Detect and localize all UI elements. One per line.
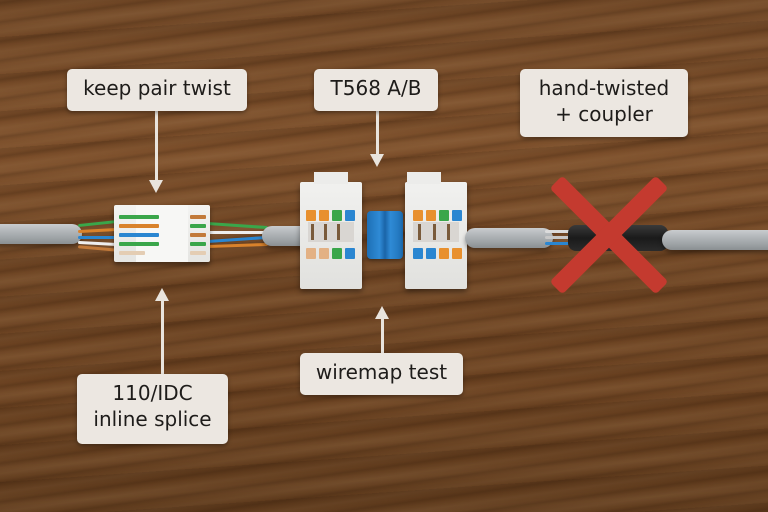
arrow-down-icon [149,180,163,193]
jack-pin [452,210,462,221]
jack-pin [319,210,329,221]
jack-pin [306,248,316,259]
jack-pin [413,210,423,221]
jack-pin [319,248,329,259]
jack-pin [332,248,342,259]
wire-orange-left [77,227,119,234]
wire-white-splice [545,230,573,233]
label-idc-splice: 110/IDC inline splice [77,374,228,444]
jack-latch [314,172,348,184]
label-text: keep pair twist [83,76,231,100]
jack-latch [407,172,441,184]
jack-blade [433,224,436,240]
idc-slot [119,242,159,246]
idc-slot [190,224,206,228]
wire-green-right [205,221,269,230]
label-wiremap-test: wiremap test [300,353,463,395]
jack-blade [447,224,450,240]
jack-pin [426,248,436,259]
idc-slot [119,251,145,255]
label-hand-twisted: hand-twisted + coupler [520,69,688,137]
jack-pin [306,210,316,221]
jack-blade [418,224,421,240]
jack-pin [345,210,355,221]
wire-blue-right [205,235,269,244]
jack-contacts [308,222,354,242]
label-keep-pair-twist: keep pair twist [67,69,247,111]
label-text: T568 A/B [330,76,422,100]
jack-pin [345,248,355,259]
jack-pin [439,248,449,259]
jack-pin [413,248,423,259]
wire-blue-splice [545,242,573,245]
idc-slot [119,233,159,237]
cable-right [662,230,768,250]
idc-slot [119,224,159,228]
jack-blade [337,224,340,240]
wire-blue-left [78,236,118,239]
idc-slot [190,251,206,255]
cable-idc-to-jack [262,226,310,246]
arrow-up-icon [155,288,169,301]
arrow-keep-pair-line [155,111,158,181]
wire-brown-left [77,245,119,252]
not-recommended-x-icon [549,175,669,295]
arrow-idc-line [161,300,164,374]
label-text-line2: inline splice [93,407,212,431]
arrow-up-icon [375,306,389,319]
keystone-jack-left [300,172,362,289]
jack-pin [452,248,462,259]
wire-white-splice [545,236,573,239]
label-text-line1: hand-twisted [538,76,670,100]
jack-blade [311,224,314,240]
idc-slot [190,215,206,219]
coupler [367,211,403,259]
label-t568: T568 A/B [314,69,438,111]
idc-slot [190,233,206,237]
cable-jack-to-splice [465,228,553,248]
jack-pin [332,210,342,221]
wire-orange-right [205,242,269,249]
jack-blade [324,224,327,240]
arrow-wiremap-line [381,318,384,353]
wire-green-left [77,219,119,228]
label-text-line2: + coupler [555,102,653,126]
idc-slot [119,215,159,219]
arrow-t568-line [376,111,379,155]
label-text: wiremap test [315,360,448,384]
wire-white-right [206,231,268,234]
jack-pin [426,210,436,221]
idc-inline-splice [114,205,210,262]
cable-left [0,224,82,244]
keystone-jack-right [405,172,467,289]
jack-pin [439,210,449,221]
label-text-line1: 110/IDC [112,381,193,405]
arrow-down-icon [370,154,384,167]
idc-slot [190,242,206,246]
